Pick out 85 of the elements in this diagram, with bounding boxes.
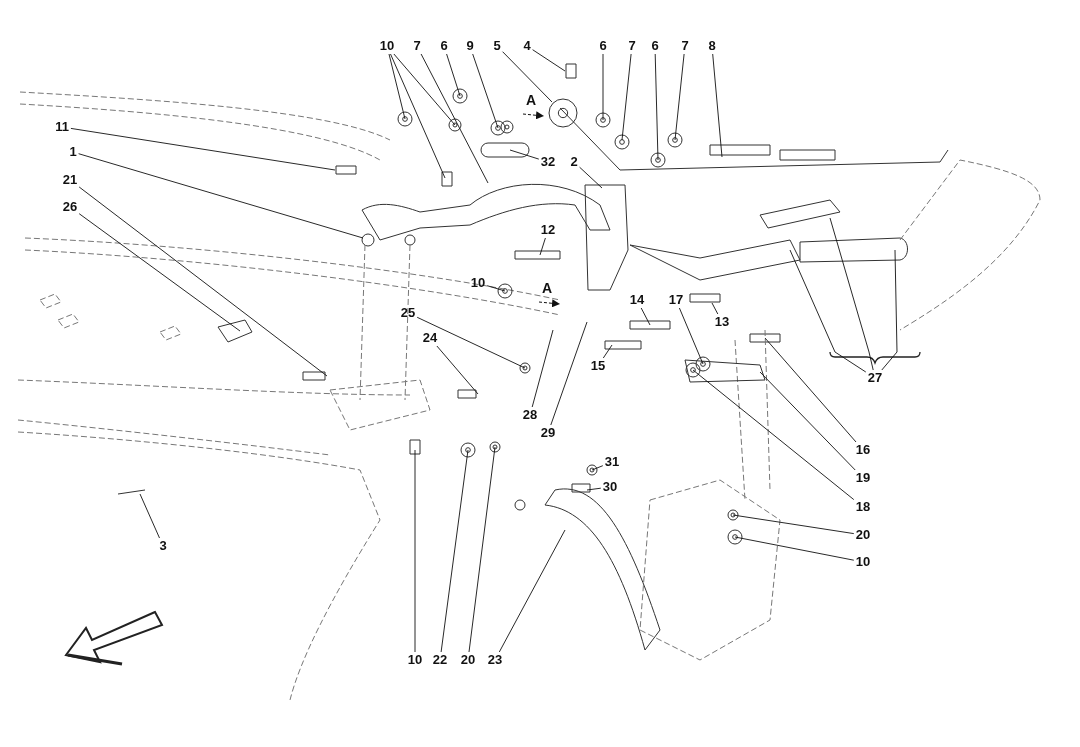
leader-line <box>881 249 898 371</box>
leader-line <box>591 465 604 471</box>
leader-line <box>640 307 651 326</box>
leader-line <box>414 449 416 653</box>
callout-number: 2 <box>569 155 579 169</box>
callout-number: 14 <box>628 293 646 307</box>
callout-number: 26 <box>61 200 79 214</box>
callout-number: 10 <box>854 555 872 569</box>
leader-line <box>390 53 446 179</box>
leader-line <box>579 166 603 189</box>
callout-number: 20 <box>459 653 477 667</box>
callout-number: 12 <box>539 223 557 237</box>
leader-line <box>440 449 469 653</box>
leader-line <box>139 493 160 539</box>
leader-line <box>436 345 479 395</box>
callout-number: 6 <box>439 39 449 53</box>
leader-line <box>416 316 526 369</box>
leader-line <box>711 302 719 315</box>
callout-number: 4 <box>522 39 532 53</box>
callout-number: 32 <box>539 155 557 169</box>
callout-number: 19 <box>854 471 872 485</box>
callout-number: 5 <box>492 39 502 53</box>
callout-number: 17 <box>667 293 685 307</box>
leader-line <box>486 285 506 292</box>
leader-line <box>789 249 867 373</box>
leader-line <box>734 536 855 561</box>
leader-line <box>550 321 588 426</box>
leader-line <box>446 53 461 97</box>
callout-number: 29 <box>539 426 557 440</box>
callout-number: 20 <box>854 528 872 542</box>
callout-number: 10 <box>469 276 487 290</box>
leader-line <box>764 337 857 443</box>
leader-line <box>78 186 328 377</box>
leader-line <box>532 49 566 72</box>
leader-line <box>654 53 659 161</box>
callout-number: 13 <box>713 315 731 329</box>
callout-number: 31 <box>603 455 621 469</box>
leader-line <box>70 127 336 171</box>
leader-line <box>502 51 553 103</box>
callout-number: 6 <box>650 39 660 53</box>
callout-number: 10 <box>378 39 396 53</box>
callout-number: 25 <box>399 306 417 320</box>
leader-line <box>78 153 364 239</box>
leader-line <box>621 53 632 141</box>
callout-number: 22 <box>431 653 449 667</box>
callout-number: 16 <box>854 443 872 457</box>
leader-line <box>393 53 456 126</box>
callout-number: 23 <box>486 653 504 667</box>
leader-line <box>498 529 566 653</box>
callout-number: 21 <box>61 173 79 187</box>
callout-number: 11 <box>54 120 70 134</box>
leader-line <box>539 237 546 256</box>
callout-number: 24 <box>421 331 439 345</box>
callout-number: 27 <box>866 371 884 385</box>
callout-number: 1 <box>68 145 78 159</box>
leader-line <box>472 53 499 129</box>
leader-line <box>602 53 604 121</box>
callout-number: 15 <box>589 359 607 373</box>
callout-number: 9 <box>465 39 475 53</box>
callout-number: 7 <box>627 39 637 53</box>
leader-line <box>531 329 554 408</box>
leader-line <box>420 53 489 184</box>
leader-line <box>732 514 855 535</box>
leader-line <box>692 369 855 501</box>
leader-line <box>468 446 496 653</box>
callout-number: 6 <box>598 39 608 53</box>
leader-line <box>388 53 406 120</box>
callout-number: 8 <box>707 39 717 53</box>
leader-line <box>712 53 723 158</box>
leader-line <box>586 487 602 491</box>
callout-number: 7 <box>412 39 422 53</box>
leader-line <box>602 344 613 359</box>
callout-number: 18 <box>854 500 872 514</box>
leader-line <box>829 217 874 371</box>
callout-number: 28 <box>521 408 539 422</box>
view-letter: A <box>525 92 537 108</box>
callout-number: 7 <box>680 39 690 53</box>
callout-number: 3 <box>158 539 168 553</box>
callout-number: 10 <box>406 653 424 667</box>
leader-line <box>678 307 704 365</box>
leader-line <box>759 371 856 471</box>
callout-number: 30 <box>601 480 619 494</box>
leader-line <box>78 213 241 332</box>
view-letter: A <box>541 280 553 296</box>
leader-line <box>674 53 685 141</box>
